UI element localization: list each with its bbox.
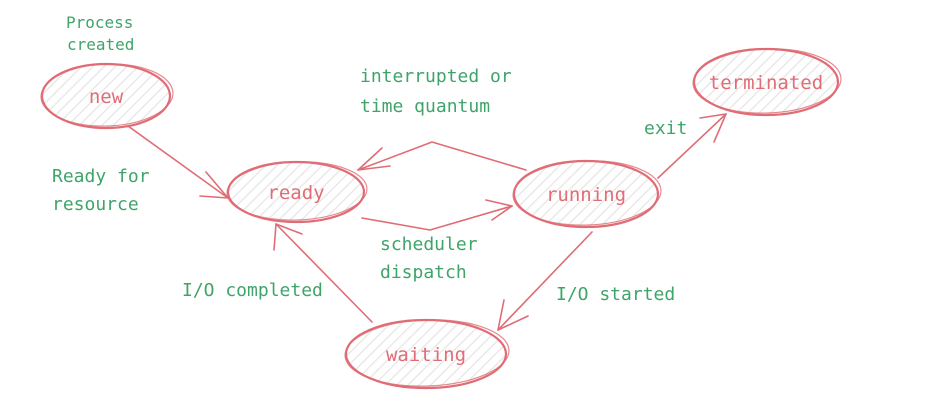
edge-waiting-to-ready bbox=[273, 223, 373, 323]
state-ready-label: ready bbox=[267, 182, 324, 204]
edge-new-to-ready bbox=[127, 125, 229, 199]
state-terminated: terminated bbox=[692, 47, 842, 117]
edge-running-to-terminated bbox=[657, 113, 727, 179]
state-running-label: running bbox=[546, 184, 626, 206]
state-waiting-label: waiting bbox=[386, 344, 466, 366]
state-ready: ready bbox=[226, 160, 368, 224]
edge-label-interrupted-line2: time quantum bbox=[360, 96, 490, 117]
edge-label-io-completed: I/O completed bbox=[182, 280, 323, 301]
edge-ready-to-running bbox=[361, 199, 513, 231]
state-terminated-label: terminated bbox=[709, 72, 823, 94]
note-process-created-line1: Process bbox=[66, 13, 133, 32]
edge-label-interrupted-line1: interrupted or bbox=[360, 66, 512, 87]
edge-label-exit: exit bbox=[644, 118, 687, 139]
edge-label-scheduler-line1: scheduler bbox=[380, 234, 478, 255]
edge-running-to-waiting bbox=[497, 231, 593, 331]
state-new-label: new bbox=[89, 86, 124, 108]
note-process-created-line2: created bbox=[67, 35, 134, 54]
edge-label-scheduler-line2: dispatch bbox=[380, 262, 467, 283]
state-waiting: waiting bbox=[344, 318, 510, 390]
edge-label-ready-for-line2: resource bbox=[52, 194, 139, 215]
state-new: new bbox=[40, 62, 174, 130]
state-running: running bbox=[512, 159, 662, 229]
edge-label-io-started: I/O started bbox=[556, 284, 675, 305]
edge-label-ready-for-line1: Ready for bbox=[52, 166, 150, 187]
edge-running-to-ready bbox=[357, 141, 527, 171]
